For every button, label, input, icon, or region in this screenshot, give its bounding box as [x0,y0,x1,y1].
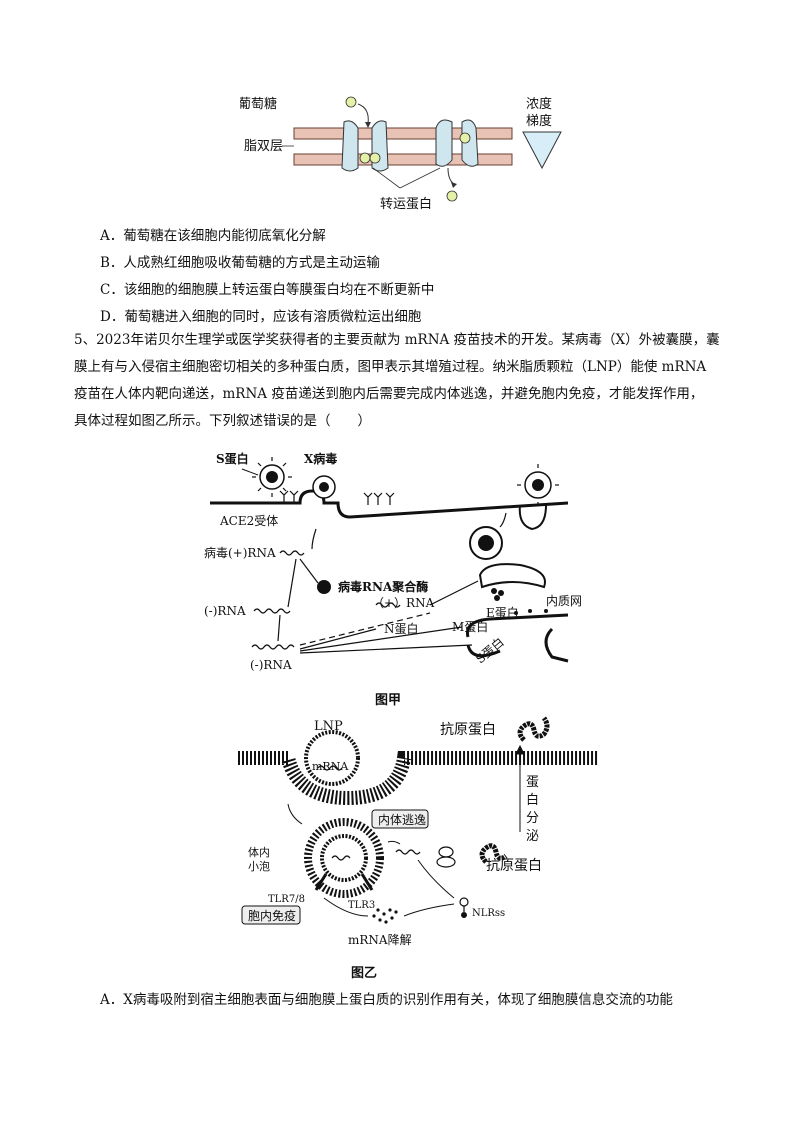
tlr-receptors [314,873,374,891]
rna-polymerase-label: 病毒RNA聚合酶 [338,579,428,594]
virus-particle-outside [252,457,292,497]
antigen-protein-mid-label: 抗原蛋白 [486,858,542,874]
endosome-escape-box [371,809,429,829]
q5-line-3: 疫苗在人体内靶向递送，mRNA 疫苗递送到胞内后需要完成内体逃逸，并避免胞内免疫… [74,386,704,402]
transporter-pointer [399,167,441,189]
virus-assembling [469,526,503,560]
q4-option-d: D．葡萄糖进入细胞的同时，应该有溶质微粒运出细胞 [100,309,422,325]
s-protein-er-label: S蛋白 [472,634,506,666]
e-protein-label: E蛋白 [486,605,519,620]
secretion-label-2: 白 [526,792,539,808]
bilayer-lower-band [293,153,513,166]
minus-rna-wave-1 [253,608,291,614]
x-virus-entering [312,475,336,499]
figure-yi: LNP mRNA 抗原蛋白 蛋 白 分 泌 内体逃逸 体内 小泡 抗原蛋白 TL… [238,716,598,947]
glucose-in-transporter [359,152,371,164]
q5-stem: 5、2023年诺贝尔生理学或医学奖获得者的主要贡献为 mRNA 疫苗技术的开发。… [74,327,722,435]
cell-membrane-lipid [238,751,598,806]
figure-jia-caption: 图甲 [375,693,402,708]
gradient-label-2: 梯度 [526,113,552,129]
glucose-entry-arrow [357,103,369,125]
ribosome-icon [436,846,456,868]
minus-rna-label-1: (-)RNA [204,604,246,618]
intracellular-immunity-box [241,905,301,925]
minus-rna-wave-2 [251,644,295,650]
intracellular-immunity-label: 胞内免疫 [248,908,296,923]
transporter-2-right [461,119,479,167]
transporter-right-half [371,120,389,172]
antigen-protein-mid [479,843,508,864]
tlr78-label: TLR7/8 [268,894,305,905]
virus-released [517,464,559,506]
released-mrna [395,849,421,855]
antigen-protein-top-label: 抗原蛋白 [440,722,496,738]
glucose-molecule [345,96,357,108]
transporter-label: 转运蛋白 [380,196,432,212]
secretion-label-4: 泌 [526,829,539,844]
glucose-molecule-inside [446,190,458,202]
n-protein-label: N蛋白 [384,621,419,636]
transporter-left-half [341,120,359,172]
mrna-label: mRNA [312,760,349,773]
virus-plus-rna-label: 病毒(+)RNA [204,545,276,560]
lnp-label: LNP [314,719,343,734]
nlrss-icon [459,897,469,918]
virus-plus-rna-wave [279,550,305,556]
glucose-exit-arrow [447,167,455,185]
golgi-vesicle [478,563,546,589]
secretion-label-3: 分 [526,811,539,826]
endosome-label-2: 小泡 [248,859,270,873]
transporter-pointer [372,167,401,189]
s-protein-label: S蛋白 [216,451,249,466]
endoplasmic-reticulum [465,613,569,638]
q5-line-4: 具体过程如图乙所示。下列叙述错误的是（ ） [74,413,371,429]
q4-option-a: A．葡萄糖在该细胞内能彻底氧化分解 [100,228,326,244]
concentration-gradient-icon [522,131,562,170]
transporter-2-left [435,119,453,167]
q5-line-2: 膜上有与入侵宿主细胞密切相关的多种蛋白质，图甲表示其增殖过程。纳米脂质颗粒（LN… [74,359,707,375]
q4-option-c: C．该细胞的细胞膜上转运蛋白等膜蛋白均在不断更新中 [100,282,435,298]
ace2-receptor-group [279,490,395,505]
ace2-label: ACE2受体 [219,514,278,528]
x-virus-label: X病毒 [304,451,337,466]
nlrss-label: NLRss [472,908,505,919]
minus-rna-label-2: (-)RNA [250,658,292,672]
mrna-degradation-label: mRNA降解 [348,933,412,947]
figure-yi-caption: 图乙 [351,966,378,981]
q4-option-b: B．人成熟红细胞吸收葡萄糖的方式是主动运输 [100,255,380,271]
m-protein-label: M蛋白 [452,619,488,634]
plus-rna-label: （+）RNA [372,596,435,610]
q5-line-1: 5、2023年诺贝尔生理学或医学奖获得者的主要贡献为 mRNA 疫苗技术的开发。… [74,332,720,348]
gradient-label-1: 浓度 [526,96,552,112]
figure-jia: S蛋白 X病毒 ACE2受体 病毒(+)RNA 病毒RNA聚合酶 (-)RNA … [204,451,582,672]
bilayer-label: 脂双层 [244,139,283,154]
lnp-particle [304,730,360,786]
mrna-degradation-dots [372,908,398,924]
glucose-in-transporter [369,152,381,164]
q5-option-a: A．X病毒吸附到宿主细胞表面与细胞膜上蛋白质的识别作用有关，体现了细胞膜信息交流… [100,992,673,1008]
secretion-label-1: 蛋 [526,775,539,790]
er-label: 内质网 [546,594,582,608]
e-protein-dots [491,588,504,601]
process-arrows [277,512,507,654]
tlr3-label: TLR3 [348,900,375,911]
glucose-label: 葡萄糖 [240,96,277,112]
plus-rna-wave [375,602,401,608]
endosome-label-1: 体内 [248,845,270,859]
process-arrows-yi [287,744,525,917]
glucose-in-transporter-2 [459,132,471,144]
antigen-protein-top [517,716,550,742]
rna-polymerase-icon [317,580,331,594]
endosome-escape-label: 内体逃逸 [378,813,426,827]
bilayer-upper-band [293,127,513,140]
glucose-transport-figure: 葡萄糖 脂双层 转运蛋白 浓度 梯度 [240,96,562,212]
exocytosis-vesicle [518,504,547,531]
